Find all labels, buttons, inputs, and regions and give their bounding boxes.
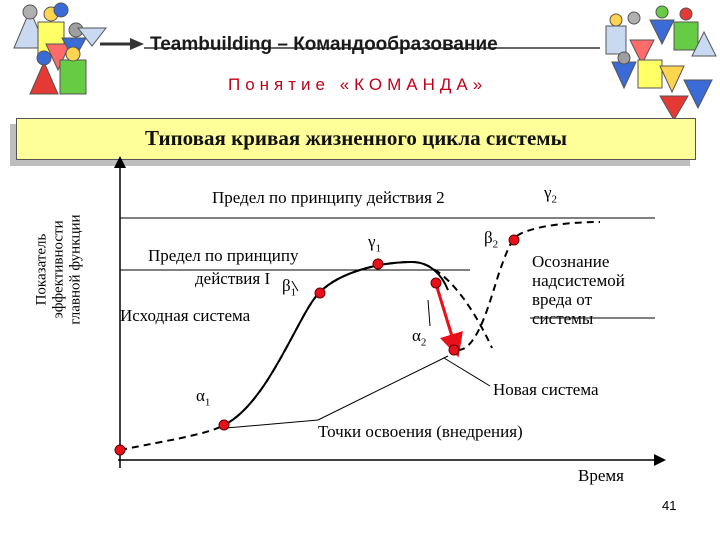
gamma2-sub: 2 (551, 193, 558, 206)
initial-system-label: Исходная система (120, 306, 251, 325)
y-axis-label-line-1: Показатель (33, 233, 50, 306)
y-axis-label-line-3: главной функции (67, 214, 84, 325)
adoption-leader-2 (317, 355, 449, 421)
beta1-leader (291, 280, 299, 292)
gamma2-label: γ2 (544, 183, 557, 205)
beta1-symbol: β (282, 276, 291, 295)
point-alpha1 (218, 419, 230, 431)
limit1-label-line2: действия I (195, 269, 271, 288)
new-system-leader (443, 357, 491, 387)
gamma1-symbol: γ (368, 232, 376, 251)
point-beta2 (508, 234, 520, 246)
y-axis-label: Показатель эффективности главной функции (34, 170, 85, 370)
point-new-start (448, 344, 460, 356)
beta1-label: β1 (282, 276, 296, 298)
header-title: Teambuilding – Командообразование (150, 34, 498, 55)
beta2-symbol: β (484, 228, 493, 247)
people-figures-right-icon (605, 5, 717, 121)
adoption-leader-1 (225, 419, 319, 429)
awareness-line-1: Осознание (532, 252, 610, 271)
page-subtitle: Понятие «КОМАНДА» (228, 75, 488, 94)
original-curve-dashed (119, 260, 493, 451)
point-alpha2 (430, 277, 442, 289)
alpha2-leader (427, 299, 431, 327)
awareness-line-2: надсистемой (532, 271, 625, 290)
beta2-sub: 2 (492, 238, 499, 251)
new-system-label: Новая система (493, 380, 599, 399)
point-gamma1 (372, 258, 384, 270)
adoption-points-label: Точки освоения (внедрения) (318, 422, 523, 441)
x-axis-label: Время (578, 466, 624, 485)
gamma1-sub: 1 (375, 242, 382, 255)
point-start (114, 444, 126, 456)
beta2-label: β2 (484, 228, 498, 250)
gamma2-symbol: γ (544, 183, 552, 202)
banner-title: Типовая кривая жизненного цикла системы (145, 126, 567, 150)
alpha2-label: α2 (412, 326, 426, 348)
beta1-sub: 1 (290, 286, 297, 299)
y-axis-label-line-2: эффективности (50, 220, 67, 319)
page-number: 41 (662, 498, 677, 513)
awareness-line-3: вреда от (532, 290, 592, 309)
original-curve-solid (225, 260, 449, 425)
limit1-label-line1: Предел по принципу (148, 246, 299, 265)
awareness-label: Осознание надсистемой вреда от системы (532, 252, 625, 328)
transition-arrow (434, 283, 463, 358)
point-beta1 (314, 287, 326, 299)
gamma1-label: γ1 (368, 232, 381, 254)
alpha1-symbol: α (196, 386, 205, 405)
title-banner (16, 118, 696, 160)
awareness-line-4: системы (532, 309, 594, 328)
people-figures-left-icon (13, 2, 144, 95)
alpha1-label: α1 (196, 386, 210, 408)
alpha2-sub: 2 (420, 336, 427, 349)
alpha2-symbol: α (412, 326, 421, 345)
limit2-label: Предел по принципу действия 2 (212, 188, 445, 207)
alpha1-sub: 1 (204, 396, 211, 409)
